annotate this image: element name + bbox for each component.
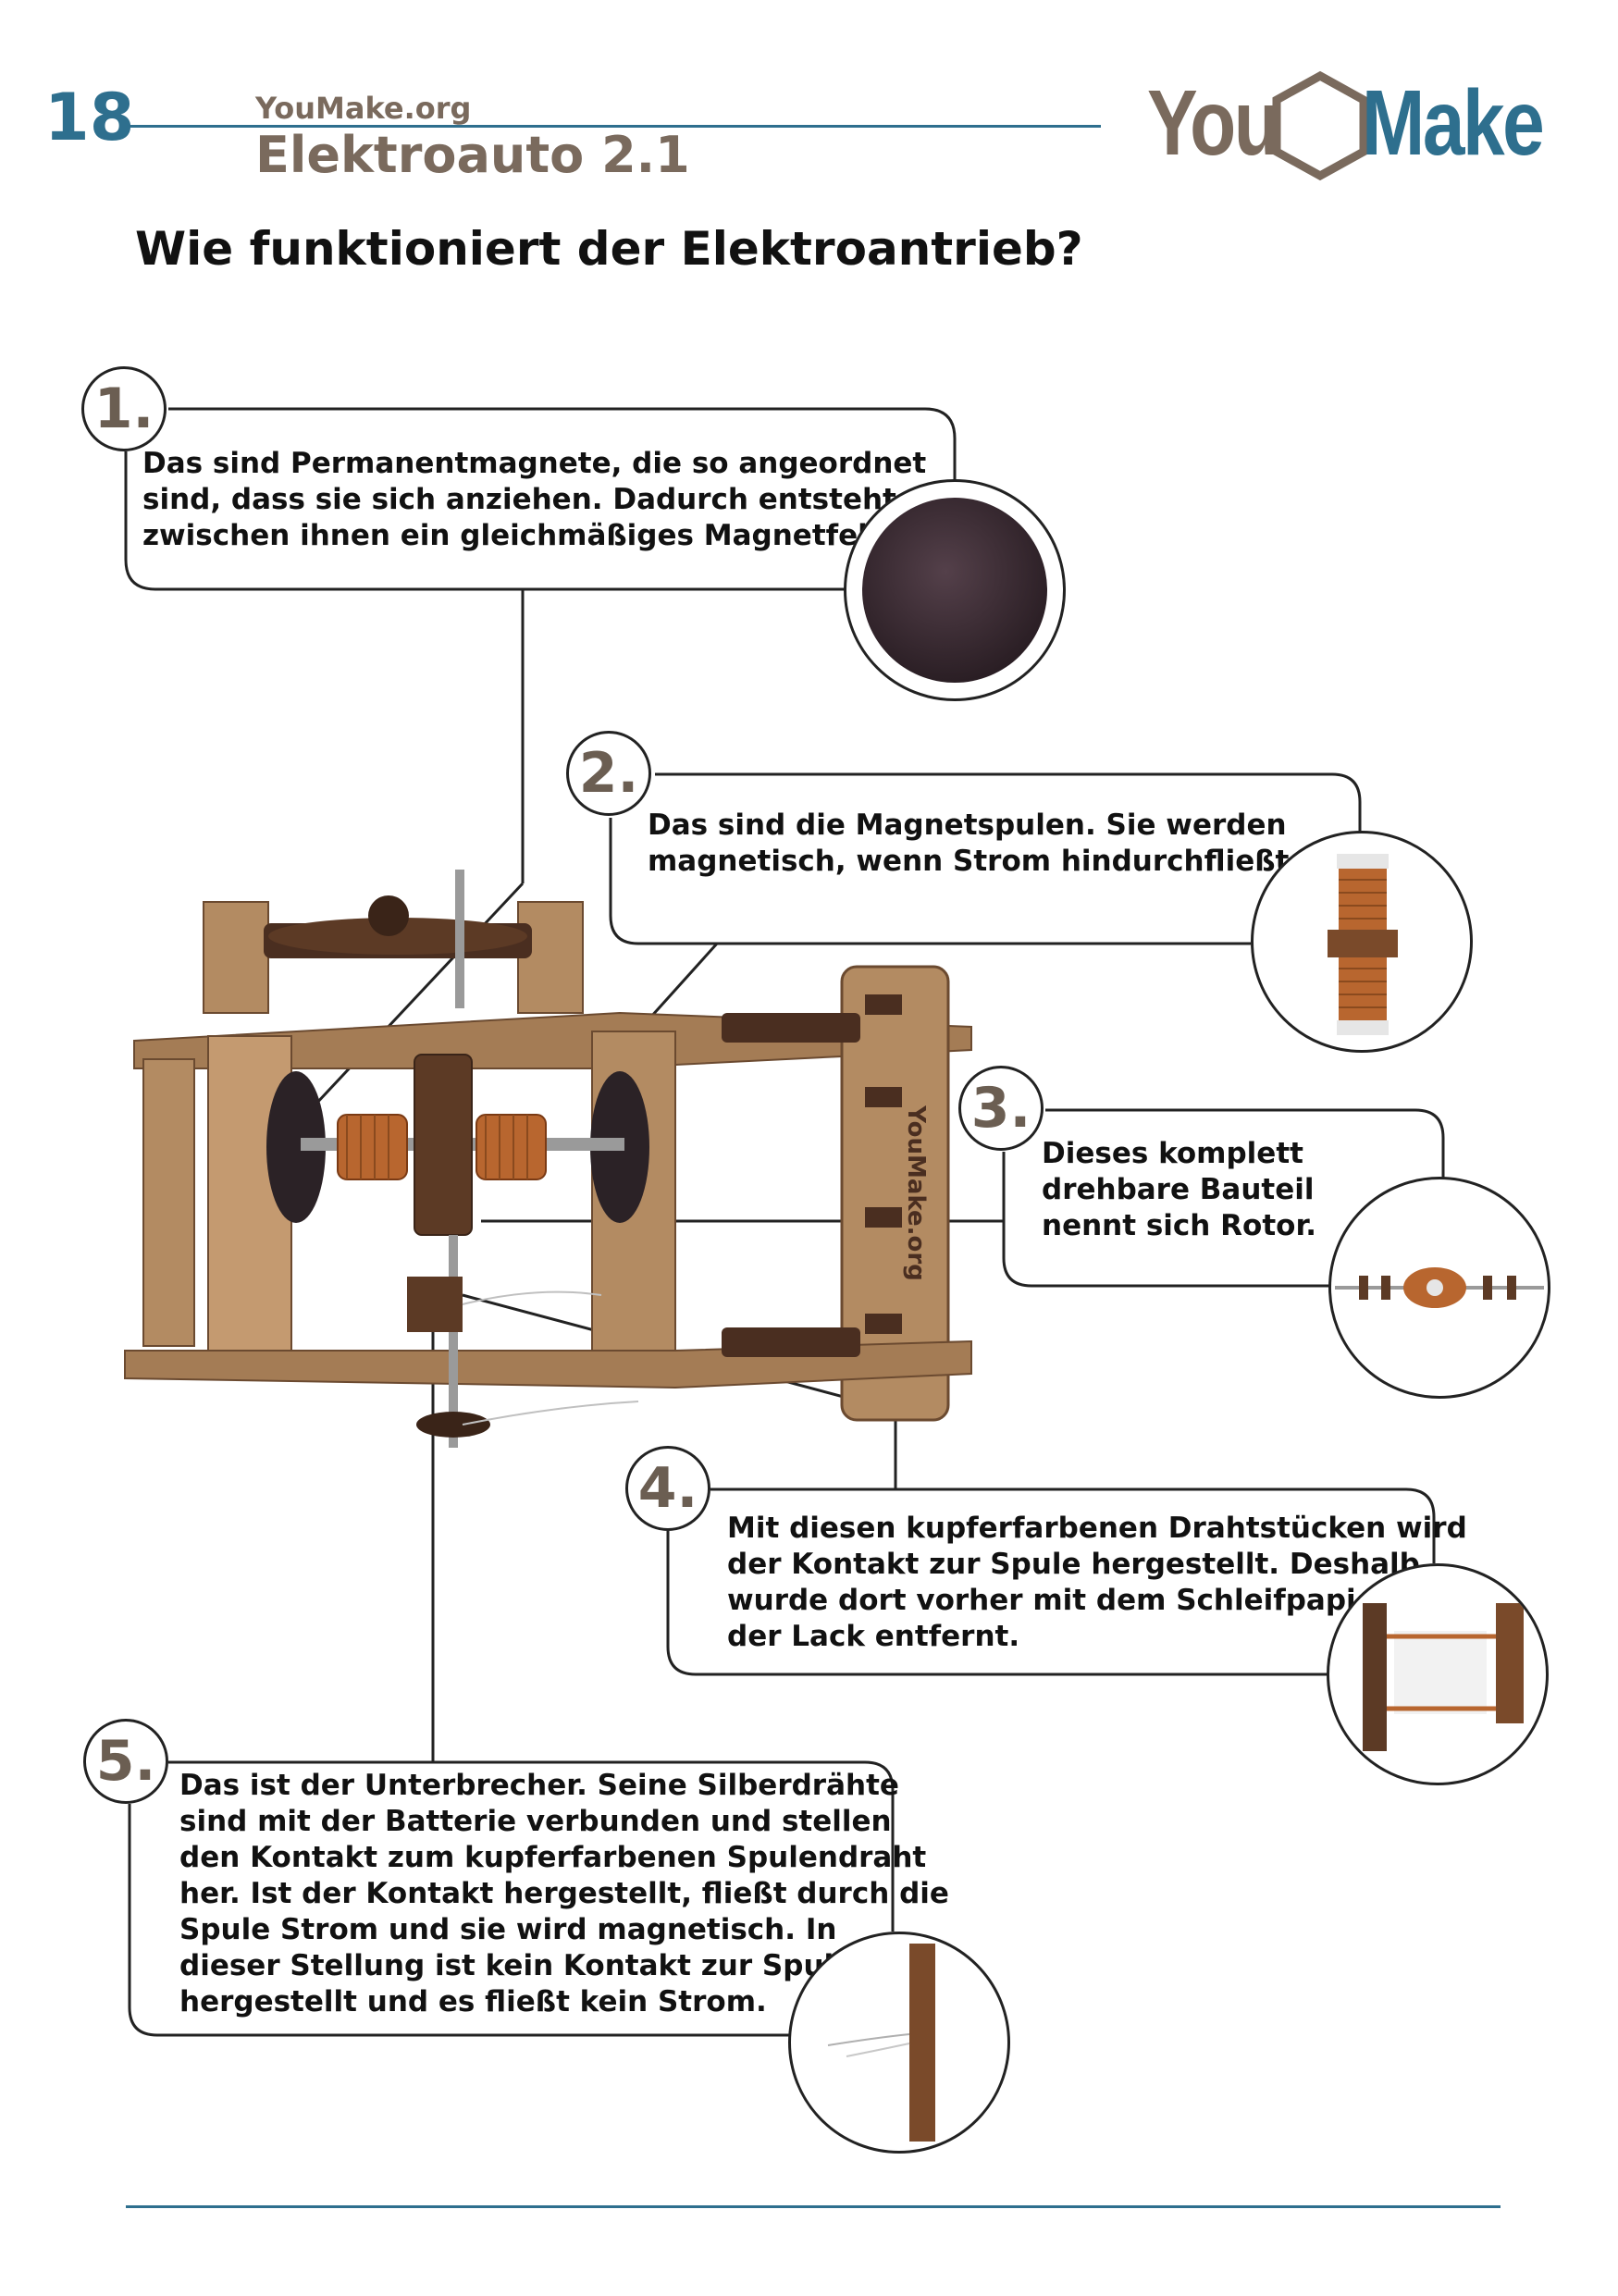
callout-4-text: Mit diesen kupferfarbenen Drahtstücken w… — [727, 1512, 1467, 1653]
callout-2-bottom-line — [609, 818, 1251, 945]
youmake-logo: You Make — [1147, 65, 1554, 185]
header-rule — [128, 125, 1101, 128]
copper-contact-photo — [1327, 1563, 1549, 1785]
motor-board-label: YouMake.org — [902, 1105, 930, 1281]
callout-3-bottom-line — [1002, 1152, 1332, 1288]
rotor-photo — [1328, 1177, 1550, 1399]
permanent-magnet-photo — [844, 479, 1066, 701]
callout-5-bottom-line — [128, 1804, 791, 2037]
callout-3-number: 3. — [958, 1066, 1044, 1151]
document-title: Elektroauto 2.1 — [255, 126, 690, 184]
callout-5-text: Das ist der Unterbrecher. Seine Silberdr… — [179, 1769, 949, 2018]
callout-4-number: 4. — [625, 1446, 710, 1531]
callout-5-number: 5. — [83, 1719, 168, 1804]
page-heading: Wie funktioniert der Elektroantrieb? — [135, 222, 1083, 276]
callout-1-number: 1. — [81, 366, 167, 451]
callout-3-text: Dieses komplett drehbare Bauteil nennt s… — [1042, 1137, 1317, 1242]
callout-1-text: Das sind Permanentmagnete, die so angeor… — [142, 447, 927, 552]
logo-you-text: You — [1147, 71, 1280, 175]
interrupter-photo — [788, 1932, 1010, 2154]
callout-1-top-line — [168, 407, 957, 481]
motor-illustration: YouMake.org — [124, 870, 972, 1448]
callout-1-bottom-line — [124, 451, 851, 591]
callout-5-top-line — [168, 1760, 895, 1932]
footer-rule — [126, 2205, 1501, 2208]
callout-3-top-line — [1045, 1108, 1445, 1179]
callout-2-top-line — [655, 772, 1362, 833]
callout-4-top-line — [710, 1487, 1436, 1563]
hexagon-icon — [1272, 70, 1368, 181]
callout-2-text: Das sind die Magnetspulen. Sie werden ma… — [648, 809, 1301, 878]
callout-4-bottom-line — [666, 1531, 1328, 1676]
magnet-coil-photo — [1251, 831, 1473, 1053]
site-name: YouMake.org — [255, 91, 472, 126]
logo-make-text: Make — [1362, 71, 1545, 175]
page-number: 18 — [44, 80, 135, 155]
callout-2-number: 2. — [566, 731, 651, 816]
